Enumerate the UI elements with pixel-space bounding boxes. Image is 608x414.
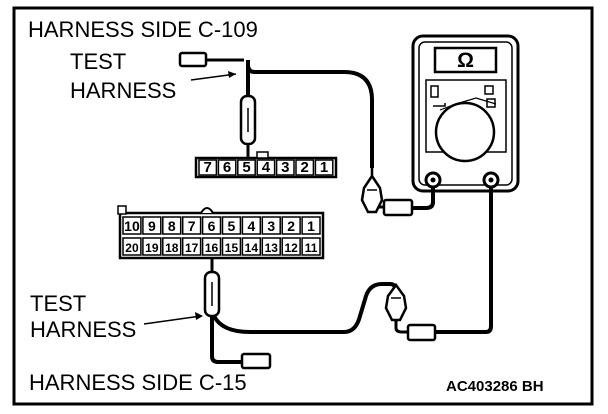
range-switch-b <box>484 85 494 95</box>
pin-cell <box>181 237 202 256</box>
pin-cell <box>256 159 276 176</box>
lower-harness-end-plug <box>240 352 272 370</box>
pin-label: 4 <box>262 159 271 176</box>
pin-label: 3 <box>281 159 289 176</box>
pin-label: 9 <box>148 218 156 234</box>
upper-alligator-clip <box>360 173 384 214</box>
pin-label: 1 <box>307 218 315 234</box>
pin-label: 14 <box>245 241 259 255</box>
pin-cell <box>162 216 182 235</box>
pin-label: 20 <box>125 241 139 255</box>
ohm-icon: Ω <box>457 49 474 72</box>
pin-label: 1 <box>320 159 328 176</box>
pin-label: 10 <box>124 218 140 234</box>
pin-cell <box>261 237 281 256</box>
selector-dial <box>434 101 496 163</box>
pin-label: 17 <box>185 241 199 255</box>
pin-label: 8 <box>168 218 176 234</box>
pin-cell <box>221 216 242 235</box>
lower-probe-plug <box>406 323 437 342</box>
pin-cell <box>281 216 301 235</box>
pin-label: 18 <box>165 241 179 255</box>
pin-cell <box>301 216 321 235</box>
pin-label: 2 <box>287 218 295 234</box>
pin-label: 2 <box>301 159 309 176</box>
pin-cell <box>142 237 162 256</box>
pin-cell <box>142 216 162 235</box>
harness-side-top-label: HARNESS SIDE C-109 <box>28 17 258 42</box>
pin-cell <box>201 237 222 256</box>
pin-label: 13 <box>265 241 279 255</box>
pin-label: 11 <box>305 241 318 255</box>
pin-label: 4 <box>247 218 255 234</box>
reference-code: AC403286 BH <box>446 378 544 395</box>
lower-test-harness <box>203 186 493 370</box>
meter-inner-border <box>418 41 513 186</box>
harness-side-bottom-label: HARNESS SIDE C-15 <box>29 370 247 395</box>
pin-cell <box>201 216 222 235</box>
pin-cell <box>237 159 256 176</box>
pin-cell <box>314 159 334 176</box>
pin-label: 6 <box>208 218 216 234</box>
multimeter: Ω <box>411 34 520 193</box>
range-switch-c <box>486 98 496 108</box>
pin-label: 19 <box>145 241 159 255</box>
pin-cell <box>241 216 262 235</box>
test-harness-top-label-line1: TEST <box>70 49 127 74</box>
meter-display <box>433 46 498 74</box>
range-switch-a <box>430 85 439 98</box>
pin-cell <box>295 159 315 176</box>
pin-label: 7 <box>188 218 196 234</box>
upper-probe-plug <box>382 198 414 217</box>
upper-leader-line <box>190 73 237 81</box>
pin-cell <box>221 237 242 256</box>
pin-label: 15 <box>225 241 239 255</box>
pin-cell <box>198 159 218 176</box>
pin-cell <box>122 216 142 235</box>
pin-cell <box>281 237 301 256</box>
pin-label: 16 <box>205 241 219 255</box>
pin-label: 7 <box>204 159 212 176</box>
lower-leader-line <box>143 315 202 325</box>
pin-cell <box>241 237 262 256</box>
outer-frame <box>12 6 594 406</box>
pin-label: 12 <box>284 241 298 255</box>
pin-label: 3 <box>267 218 275 234</box>
test-harness-bottom-label-line2: HARNESS <box>30 317 137 342</box>
pin-cell <box>181 216 202 235</box>
upper-harness-end-plug <box>178 51 208 68</box>
test-harness-top-label-line2: HARNESS <box>70 78 177 103</box>
connector-c109-latch <box>256 151 269 159</box>
pin-label: 5 <box>228 218 236 234</box>
pin-cell <box>301 237 321 256</box>
pin-cell <box>261 216 281 235</box>
lower-alligator-clip <box>384 282 408 322</box>
pin-label: 6 <box>223 159 231 176</box>
pin-cell <box>275 159 295 176</box>
pin-cell <box>162 237 182 256</box>
pin-cell <box>122 237 142 256</box>
test-harness-bottom-label-line1: TEST <box>30 291 87 316</box>
pin-label: 5 <box>242 159 250 176</box>
upper-test-harness <box>178 51 435 217</box>
pin-cell <box>217 159 237 176</box>
connector-c15-latch <box>200 207 214 214</box>
